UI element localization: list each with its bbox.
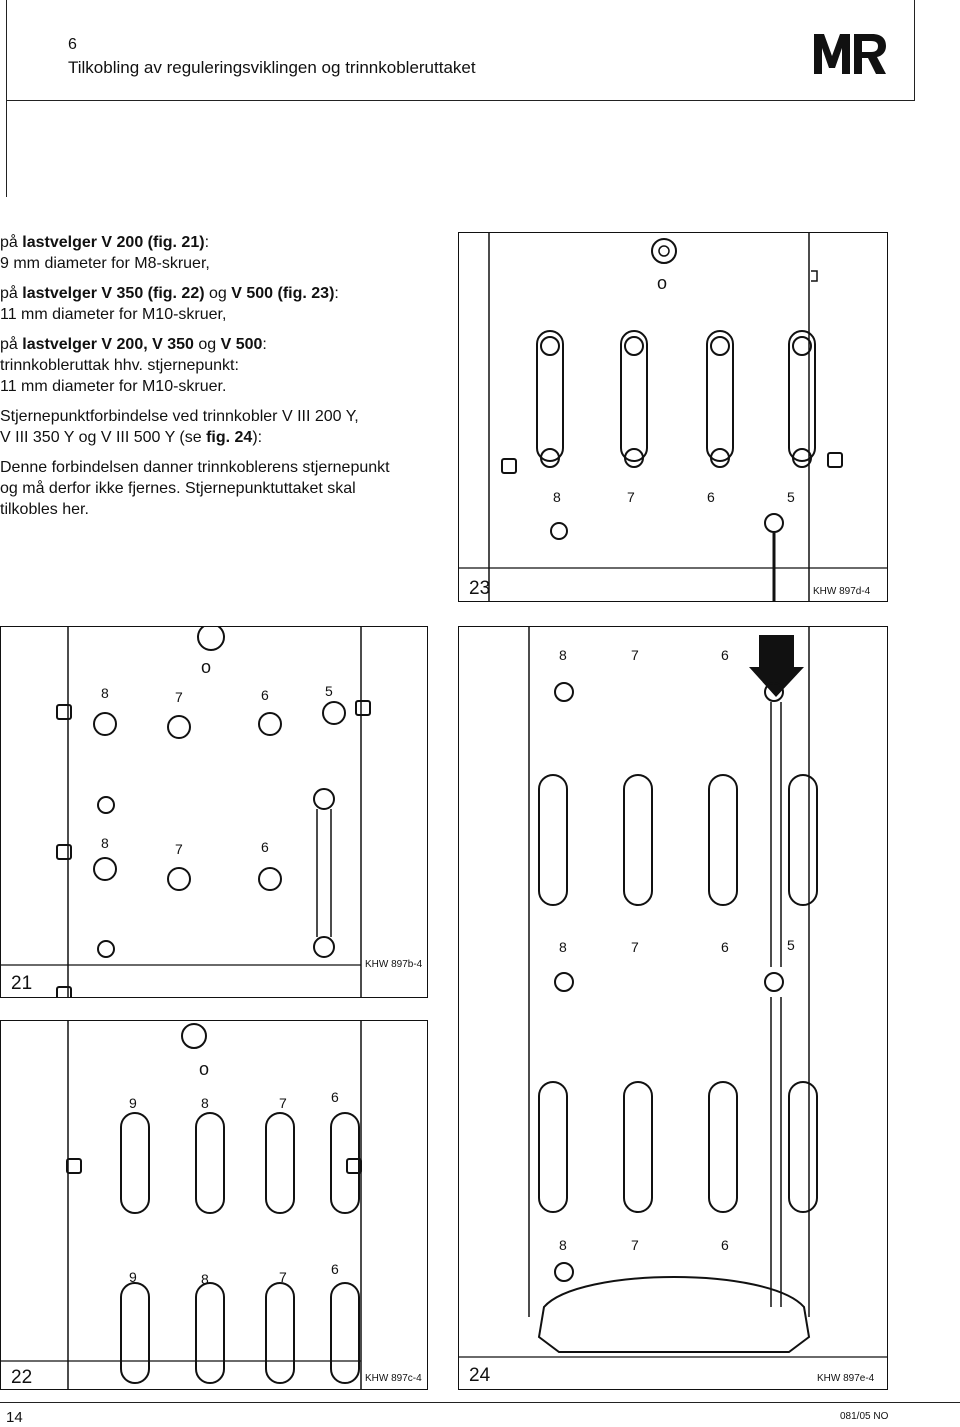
figure-21: o 8 7 6 5 8 7 6 21 KHW 897b-4 [0,626,428,998]
fig23-label-8: 8 [553,489,561,505]
bold-text: lastvelger V 200, V 350 [22,336,194,353]
paragraph-3-line2: trinnkobleruttak hhv. stjernepunkt: [0,357,239,374]
text: : [334,285,339,302]
text: og [193,336,221,353]
fig21-label-5: 5 [325,683,333,699]
fig24-label-5: 5 [787,937,795,953]
paragraph-2: på lastvelger V 350 (fig. 22) og V 500 (… [0,283,440,304]
paragraph-4: Stjernepunktforbindelse ved trinnkobler … [0,408,359,425]
fig24-label-6: 6 [721,647,729,663]
fig24-label-8: 8 [559,647,567,663]
bold-text: V 500 (fig. 23) [231,285,335,302]
figure-code: KHW 897c-4 [365,1373,422,1384]
figure-22: o 9 8 7 6 9 8 7 6 22 KHW 897c-4 [0,1020,428,1390]
fig24-label-8b: 8 [559,939,567,955]
figure-21-drawing [1,627,371,997]
fig21-label-6b: 6 [261,839,269,855]
fig22-label-9b: 9 [129,1269,137,1285]
fig21-label-7b: 7 [175,841,183,857]
text: V III 350 Y og V III 500 Y (se [0,429,207,446]
paragraph-2-line2: 11 mm diameter for M10-skruer, [0,306,227,323]
figure-code: KHW 897e-4 [817,1373,875,1384]
fig24-label-6b: 6 [721,939,729,955]
fig22-label-7b: 7 [279,1269,287,1285]
footer-rule [0,1402,960,1403]
section-title: Tilkobling av reguleringsviklingen og tr… [68,58,476,77]
figure-number: 22 [11,1367,33,1388]
text: på [0,234,23,251]
text: : [262,336,267,353]
fig21-label-8b: 8 [101,835,109,851]
paragraph-5: Denne forbindelsen danner trinnkoblerens… [0,459,390,476]
fig23-label-7: 7 [627,489,635,505]
text: og [204,285,232,302]
fig21-o-label: o [201,657,212,677]
bold-text: lastvelger V 350 (fig. 22) [22,285,205,302]
text: : [204,234,210,251]
fig24-label-7c: 7 [631,1237,639,1253]
header-bottom-rule [6,100,914,102]
paragraph-1-line2: 9 mm diameter for M8-skruer, [0,255,210,272]
figure-24-drawing [459,627,887,1358]
document-code: 081/05 NO [840,1411,889,1422]
mr-logo [812,30,888,76]
header-left-rule [6,0,8,197]
fig21-label-7: 7 [175,689,183,705]
figure-number: 23 [469,578,491,599]
paragraph-3: på lastvelger V 200, V 350 og V 500: [0,334,440,355]
bold-text: lastvelger V 200 (fig. 21) [22,234,205,251]
fig22-label-8b: 8 [201,1271,209,1287]
fig22-label-9: 9 [129,1095,137,1111]
fig24-label-7b: 7 [631,939,639,955]
figure-code: KHW 897d-4 [813,586,871,597]
fig21-label-8: 8 [101,685,109,701]
bold-text: fig. 24 [206,429,253,446]
fig22-label-8: 8 [201,1095,209,1111]
fig23-label-5: 5 [787,489,795,505]
figure-22-drawing [1,1021,362,1389]
fig21-label-6: 6 [261,687,269,703]
figure-number: 24 [469,1365,491,1386]
text: på [0,336,23,353]
fig22-label-6: 6 [331,1089,339,1105]
paragraph-1: på lastvelger V 200 (fig. 21): [0,232,440,253]
paragraph-5-line3: tilkobles her. [0,501,89,518]
figure-code: KHW 897b-4 [365,959,423,970]
bold-text: V 500 [220,336,263,353]
paragraph-4-line2: V III 350 Y og V III 500 Y (se fig. 24): [0,427,440,448]
fig23-label-6: 6 [707,489,715,505]
paragraph-3-line3: 11 mm diameter for M10-skruer. [0,378,227,395]
header-right-rule [914,0,916,101]
fig24-label-8c: 8 [559,1237,567,1253]
figure-23: o 8 7 6 5 23 KHW 897d-4 [458,232,888,602]
figure-24: 8 7 6 8 7 6 5 8 7 6 24 KHW 897e-4 [458,626,888,1390]
section-number: 6 [68,36,77,53]
fig22-label-7: 7 [279,1095,287,1111]
page-number: 14 [6,1409,23,1426]
fig24-label-7: 7 [631,647,639,663]
text: på [0,285,23,302]
figure-number: 21 [11,973,33,994]
body-text: på lastvelger V 200 (fig. 21): 9 mm diam… [0,232,440,520]
figure-23-drawing [459,233,887,601]
fig24-label-6c: 6 [721,1237,729,1253]
fig23-o-label: o [657,273,668,293]
text: ): [252,429,263,446]
fig22-o-label: o [199,1059,210,1079]
paragraph-5-line2: og må derfor ikke fjernes. Stjernepunktu… [0,480,356,497]
fig22-label-6b: 6 [331,1261,339,1277]
